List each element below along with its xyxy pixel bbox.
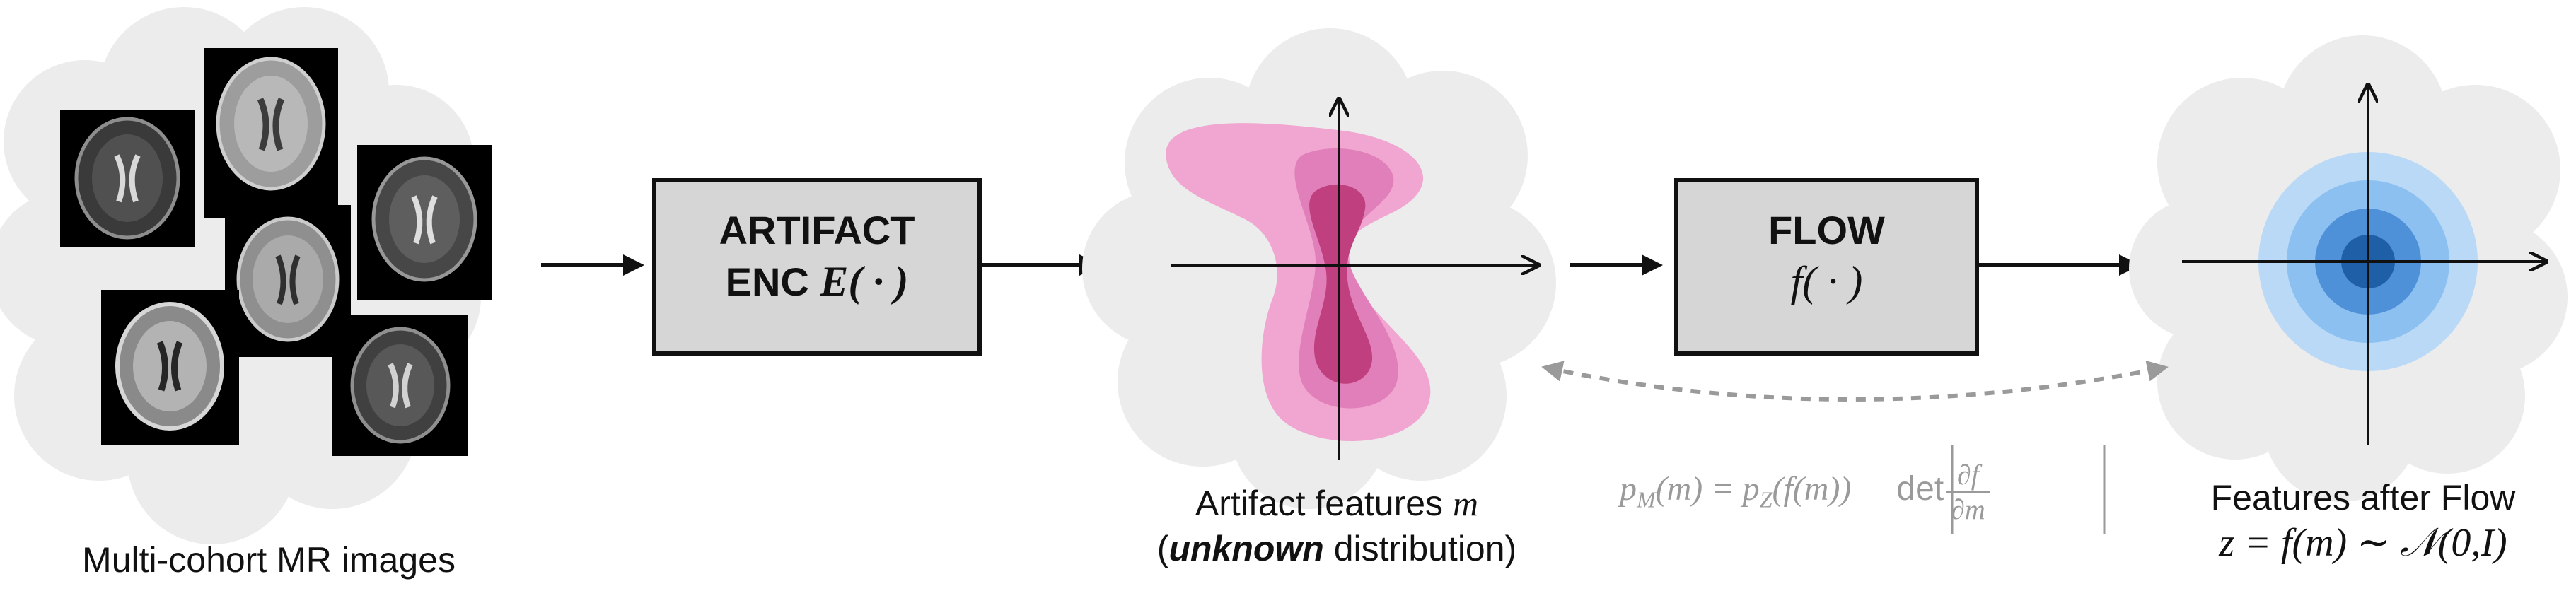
artifact-subcaption-open: ( [1156, 529, 1169, 568]
encoder-box [652, 178, 982, 356]
encoder-prefix: ENC [725, 259, 809, 304]
dashed-bijection-arrow [1541, 360, 2169, 402]
flow-fn-arg: ( · ) [1802, 258, 1863, 305]
gaussian-equation: z = f(m) ∼ 𝒩(0,I) [2219, 521, 2507, 565]
artifact-density [1166, 123, 1431, 441]
artifact-caption-prefix: Artifact features [1195, 484, 1444, 523]
artifact-caption-var: m [1452, 484, 1479, 523]
encoder-label: ARTIFACT ENC E( · ) [654, 205, 980, 308]
mr-slice-3 [357, 145, 492, 300]
gaussian-caption: Features after Flow z = f(m) ∼ 𝒩(0,I) [2150, 475, 2576, 566]
gaussian-caption-text: Features after Flow [2210, 478, 2516, 517]
encoder-fn-arg: ( · ) [848, 258, 909, 305]
change-of-variables-formula: pM(m) = pZ(f(m)) det∂f∂m [1620, 458, 1990, 526]
mr-slice-2 [204, 48, 338, 218]
mr-slice-1 [60, 110, 195, 247]
flow-label: FLOW f( · ) [1676, 205, 1977, 318]
artifact-caption: Artifact features m (unknown distributio… [1103, 481, 1570, 571]
encoder-title: ARTIFACT [719, 208, 915, 252]
mr-slice-6 [332, 315, 468, 456]
encoder-fn-symbol: E [820, 258, 849, 305]
images-caption: Multi-cohort MR images [82, 540, 456, 580]
artifact-subcaption-emph: unknown [1168, 529, 1324, 568]
flow-fn-symbol: f [1790, 258, 1803, 305]
mr-slice-4 [225, 205, 351, 357]
artifact-subcaption-rest: distribution) [1323, 529, 1517, 568]
mr-slice-5 [101, 290, 239, 445]
artifact-density-level-3 [1309, 184, 1373, 384]
flow-box [1674, 178, 1979, 356]
flow-title: FLOW [1768, 208, 1885, 252]
